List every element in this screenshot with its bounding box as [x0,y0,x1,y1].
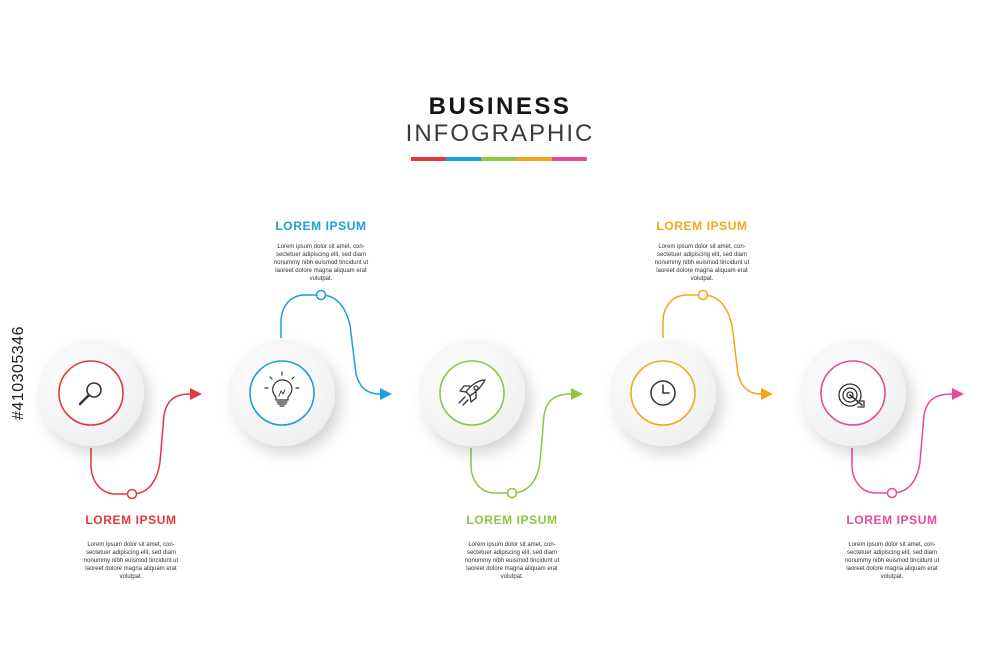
arrowhead-2 [380,388,392,400]
magnifier-icon [78,382,102,406]
arrowhead-5 [952,388,964,400]
connector-2 [280,294,381,395]
connector-dot-1 [126,488,138,500]
step-3-heading: LOREM IPSUM [466,513,558,527]
color-bar-segment-3 [481,157,517,161]
subtitle: INFOGRAPHIC [405,120,595,147]
rocket-icon [458,379,486,406]
clock-icon [650,380,676,406]
color-bar-segment-4 [516,157,552,161]
arrowhead-3 [571,388,583,400]
target-icon [838,383,865,408]
color-bar [411,157,588,161]
step-1-text: Lorem ipsum dolor sit amet, con-sectetue… [83,542,179,580]
step-1-heading: LOREM IPSUM [85,513,177,527]
color-bar-segment-1 [411,157,447,161]
step-2-text: Lorem ipsum dolor sit amet, con-sectetue… [273,244,369,282]
arrowhead-4 [761,388,773,400]
color-bar-segment-2 [446,157,482,161]
step-5-heading: LOREM IPSUM [846,513,938,527]
connector-4 [662,294,762,395]
connector-3 [470,393,572,494]
connector-dot-5 [886,487,898,499]
connector-dot-3 [506,487,518,499]
connector-1 [90,393,191,495]
step-3-text: Lorem ipsum dolor sit amet, con-sectetue… [464,542,560,580]
title: BUSINESS [428,93,572,120]
step-2-heading: LOREM IPSUM [275,219,367,233]
lightbulb-icon [264,371,300,407]
watermark-id: #410305346 [10,326,27,420]
step-4-heading: LOREM IPSUM [656,219,748,233]
arrowhead-1 [190,388,202,400]
step-node-1 [38,340,144,446]
connector-5 [851,393,953,494]
step-4-text: Lorem ipsum dolor sit amet, con-sectetue… [654,244,750,282]
color-bar-segment-5 [551,157,588,161]
connector-dot-2 [315,289,327,301]
step-5-text: Lorem ipsum dolor sit amet, con-sectetue… [844,542,940,580]
step-node-3 [419,340,525,446]
connector-dot-4 [697,289,709,301]
